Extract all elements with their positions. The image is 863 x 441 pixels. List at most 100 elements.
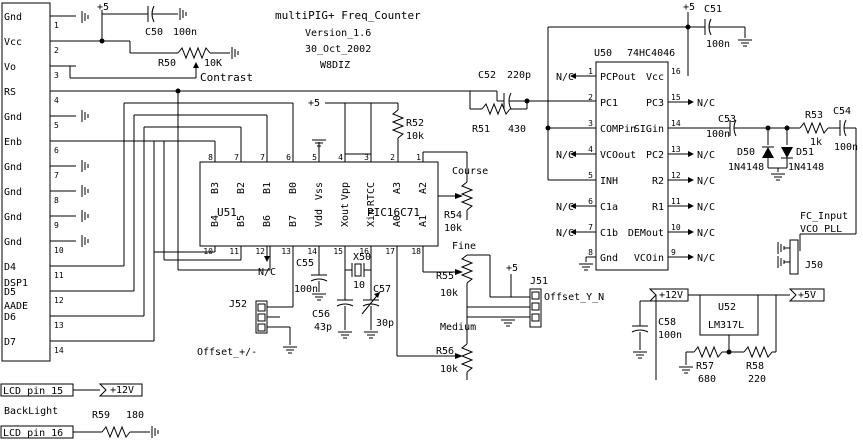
- course-pot-r54: Course R54 10k: [422, 151, 488, 234]
- pll-pin-label: PC3: [646, 98, 664, 109]
- lcd-pin-label: Enb: [4, 137, 22, 148]
- j51-header: +5 J51 Offset_Y_N: [466, 263, 604, 336]
- pic-pin-number: 18: [411, 247, 421, 256]
- r52-value: 10k: [406, 131, 424, 142]
- pll-pin-label: Gnd: [600, 253, 618, 264]
- r52-ref: R52: [406, 118, 424, 129]
- lcd-pin-number: 14: [54, 346, 64, 355]
- lcd-pin-number: 1: [54, 21, 59, 30]
- c58-ref: C58: [658, 317, 676, 328]
- medium-label: Medium: [440, 322, 476, 333]
- lcd-pin-number: 11: [54, 271, 64, 280]
- lcd-pin-number: 2: [54, 46, 59, 55]
- pll-pin-number: 10: [671, 223, 681, 232]
- pll-pin-number: 6: [588, 197, 593, 206]
- schematic-date: 30_Oct_2002: [305, 44, 371, 55]
- c56-ref: C56: [312, 309, 330, 320]
- j50-ref: J50: [805, 260, 823, 271]
- pll-pin-label: COMPin: [600, 124, 636, 135]
- c53-value: 100n: [706, 129, 730, 140]
- pic-pin-number: 7: [234, 153, 239, 162]
- pic-pin-label: B0: [288, 182, 299, 194]
- r51-ref: R51: [472, 124, 490, 135]
- pic-pin-label: RTCC: [366, 182, 377, 206]
- lcd-pin-label: D5: [4, 287, 16, 298]
- r56-ref: R56: [436, 346, 454, 357]
- pic-pin-number: 2: [390, 153, 395, 162]
- pll-pin-number: 5: [588, 171, 593, 180]
- pll-nc-4: N/C: [556, 150, 574, 161]
- pic-pin-number: 12: [255, 247, 265, 256]
- pic-pin-label: B4: [210, 215, 221, 227]
- pic-pin-label: Xout: [340, 203, 351, 227]
- lcd-pin-number: 10: [54, 246, 64, 255]
- lcd-ref: DSP1: [4, 278, 28, 289]
- lcd-display: DSP1 AADE Gnd1Vcc2Vo3RS4Gnd5Enb6Gnd7Gnd8…: [1, 2, 76, 362]
- lcd-pin16-label: LCD_pin_16: [3, 428, 63, 439]
- pll-pin-number: 14: [671, 119, 681, 128]
- pic-pin-label: B6: [262, 215, 273, 227]
- reg-plus5v-label: +5V: [798, 290, 816, 301]
- c51-ref: C51: [704, 4, 722, 15]
- pll-pin-number: 12: [671, 171, 681, 180]
- lcd-pin-label: Gnd: [4, 162, 22, 173]
- course-label: Course: [452, 166, 488, 177]
- rs-c52-r51-network: C52 220p R51 430: [469, 70, 596, 135]
- pll-nc-11: N/C: [697, 202, 715, 213]
- pic-pin-number: 10: [203, 247, 213, 256]
- schematic-title: multiPIG+ Freq_Counter: [275, 9, 421, 22]
- c51-value: 100n: [706, 39, 730, 50]
- pll-pin-number: 9: [671, 248, 676, 257]
- pic-pin-label: B1: [262, 182, 273, 194]
- c55-capacitor: C55 100n: [294, 246, 328, 301]
- c55-value: 100n: [294, 284, 318, 295]
- r53-value: 1k: [810, 137, 822, 148]
- pll-pin-number: 8: [588, 248, 593, 257]
- pll-pin-label: VCOout: [600, 150, 636, 161]
- lcd-pin-label: Gnd: [4, 187, 22, 198]
- j52-ref: J52: [229, 299, 247, 310]
- d51-ref: D51: [796, 147, 814, 158]
- pll-nc-6: N/C: [556, 202, 574, 213]
- schematic-author: W8DIZ: [320, 60, 350, 71]
- pll-pin-label: SIGin: [634, 124, 664, 135]
- pll-pin-number: 7: [588, 223, 593, 232]
- pic-b6-nc: N/C: [258, 246, 276, 278]
- pll-pin-label: PC1: [600, 98, 618, 109]
- pic-pin-number: 4: [338, 153, 343, 162]
- j51-plus5-label: +5: [506, 263, 518, 274]
- pic-plus5-label: +5: [308, 98, 320, 109]
- c57-value: 30p: [376, 318, 394, 329]
- pll-pin-label: VCOin: [634, 253, 664, 264]
- pic-pin-label: B3: [210, 182, 221, 194]
- pic-pin-number: 13: [281, 247, 291, 256]
- r50-value: 10K: [204, 58, 222, 69]
- lcd-pin-label: Gnd: [4, 212, 22, 223]
- pic-pin-number: 7: [260, 153, 265, 162]
- vcc-plus5-label: +5: [97, 2, 109, 13]
- d50-ref: D50: [737, 147, 755, 158]
- pll-ref: U50: [594, 48, 612, 59]
- pic-pin-label: A3: [392, 182, 403, 194]
- pic-pin-number: 11: [229, 247, 239, 256]
- pic-pin-label: B2: [236, 182, 247, 194]
- fine-label: Fine: [452, 241, 476, 252]
- pll-pin-label: Vcc: [646, 72, 664, 83]
- pic-pin-label: A0: [392, 215, 403, 227]
- lcd-pin-number: 4: [54, 96, 59, 105]
- pll-pin-label: R2: [652, 176, 664, 187]
- r50-contrast-pot: R50 10K Contrast: [56, 40, 253, 84]
- r58-value: 220: [748, 374, 766, 385]
- pll-nc-7: N/C: [556, 228, 574, 239]
- pll-pin-label: R1: [652, 202, 664, 213]
- pic-pin-label: A2: [418, 182, 429, 194]
- lcd-gnd-connections: [81, 10, 89, 248]
- title-block: multiPIG+ Freq_Counter Version_1.6 30_Oc…: [275, 9, 421, 71]
- reg-plus12-label: +12V: [659, 290, 683, 301]
- pll-pin-label: INH: [600, 176, 618, 187]
- r55-ref: R55: [436, 271, 454, 282]
- c53-ref: C53: [718, 114, 736, 125]
- j51-ref: J51: [530, 276, 548, 287]
- pll-name: 74HC4046: [627, 48, 675, 59]
- pic-microcontroller: U51 PIC16C71 B38B27B17B06Vss5Vpp4RTCC3A3…: [199, 153, 439, 256]
